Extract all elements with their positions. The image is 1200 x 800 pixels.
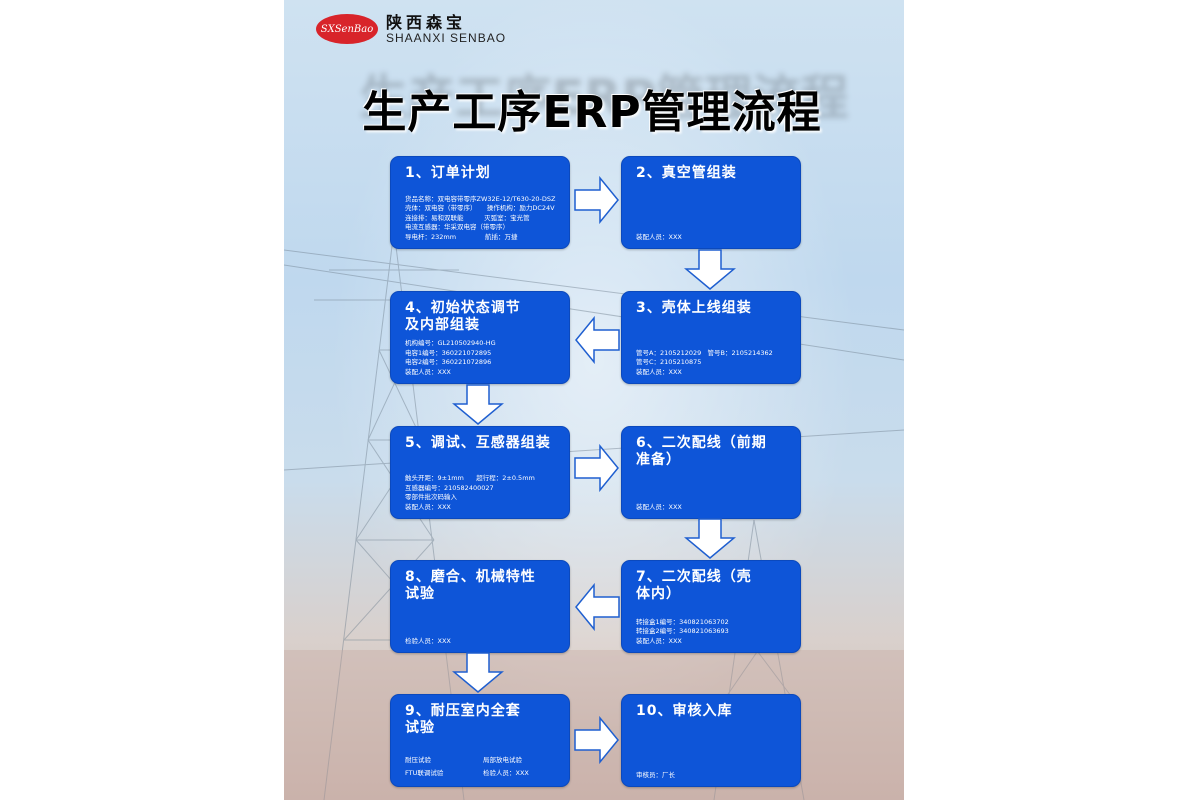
step-8-box: 8、磨合、机械特性 试验 检验人员：XXX bbox=[390, 560, 570, 653]
step-4-title: 4、初始状态调节 及内部组装 bbox=[405, 300, 521, 333]
poster: SXSenBao 陕西森宝 SHAANXI SENBAO 生产工序ERP管理流程… bbox=[284, 0, 904, 800]
logo-chinese-name: 陕西森宝 bbox=[386, 13, 467, 32]
step-6-title: 6、二次配线（前期 准备） bbox=[636, 435, 767, 468]
step-1-details: 货品名称：双电容带零序ZW32E-12/T630-20-DSZ 壳体：双电容（带… bbox=[405, 195, 561, 243]
arrow-left-icon bbox=[575, 316, 620, 364]
step-8-details: 检验人员：XXX bbox=[405, 637, 561, 647]
step-5-line: 零部件批次码输入 bbox=[405, 493, 457, 501]
step-1-line: 货品名称：双电容带零序ZW32E-12/T630-20-DSZ bbox=[405, 194, 556, 203]
step-1-line: 导电杆：232mm 航插：万捷 bbox=[405, 232, 518, 241]
step-10-box: 10、审核入库 审核员：厂长 bbox=[621, 694, 801, 787]
step-10-line: 审核员：厂长 bbox=[636, 770, 675, 779]
step-3-line: 装配人员：XXX bbox=[636, 367, 682, 376]
step-3-title: 3、壳体上线组装 bbox=[636, 300, 752, 316]
step-6-details: 装配人员：XXX bbox=[636, 503, 792, 513]
step-1-box: 1、订单计划 货品名称：双电容带零序ZW32E-12/T630-20-DSZ 壳… bbox=[390, 156, 570, 249]
step-2-title: 2、真空管组装 bbox=[636, 165, 737, 181]
arrow-down-icon bbox=[452, 384, 504, 425]
step-5-line: 触头开距：9±1mm 超行程：2±0.5mm bbox=[405, 474, 535, 482]
step-1-title: 1、订单计划 bbox=[405, 165, 491, 181]
page-title: 生产工序ERP管理流程 bbox=[362, 87, 822, 138]
step-4-line: 电容1编号：360221072895 bbox=[405, 348, 492, 357]
arrow-right-icon bbox=[574, 716, 619, 764]
step-10-title: 10、审核入库 bbox=[636, 703, 733, 719]
step-9-item: 检验人员：XXX bbox=[483, 769, 529, 777]
step-7-title: 7、二次配线（壳 体内） bbox=[636, 569, 752, 602]
step-5-line: 互感器编号：210582400027 bbox=[405, 483, 494, 492]
step-7-line: 转接盒1编号：340821063702 bbox=[636, 617, 729, 626]
step-4-line: 电容2编号：360221072896 bbox=[405, 358, 492, 366]
step-6-box: 6、二次配线（前期 准备） 装配人员：XXX bbox=[621, 426, 801, 519]
step-3-line: 管号C：2105210875 bbox=[636, 358, 702, 366]
arrow-left-icon bbox=[575, 583, 620, 631]
step-9-item: FTU联调试验 bbox=[405, 769, 444, 777]
step-4-details: 机构编号：GL210502940-HG 电容1编号：360221072895 电… bbox=[405, 339, 561, 377]
arrow-down-icon bbox=[452, 652, 504, 693]
step-6-line: 装配人员：XXX bbox=[636, 502, 682, 511]
step-9-item: 耐压试验 bbox=[405, 756, 431, 764]
step-5-line: 装配人员：XXX bbox=[405, 502, 451, 511]
step-7-line: 转接盒2编号：340821063693 bbox=[636, 627, 729, 635]
logo-english-name: SHAANXI SENBAO bbox=[386, 30, 507, 45]
step-7-box: 7、二次配线（壳 体内） 转接盒1编号：340821063702 转接盒2编号：… bbox=[621, 560, 801, 653]
step-4-line: 装配人员：XXX bbox=[405, 367, 451, 376]
company-logo: SXSenBao 陕西森宝 SHAANXI SENBAO bbox=[316, 14, 506, 45]
step-9-details: 耐压试验 局部放电试验 FTU联调试验 检验人员：XXX bbox=[405, 754, 561, 780]
step-7-line: 装配人员：XXX bbox=[636, 636, 682, 645]
step-3-box: 3、壳体上线组装 管号A：2105212029 管号B：2105214362 管… bbox=[621, 291, 801, 384]
step-4-line: 机构编号：GL210502940-HG bbox=[405, 339, 496, 347]
arrow-right-icon bbox=[574, 176, 619, 224]
step-2-line: 装配人员：XXX bbox=[636, 232, 682, 241]
step-9-box: 9、耐压室内全套 试验 耐压试验 局部放电试验 FTU联调试验 检验人员：XXX bbox=[390, 694, 570, 787]
step-2-details: 装配人员：XXX bbox=[636, 233, 792, 243]
step-10-details: 审核员：厂长 bbox=[636, 771, 792, 781]
step-9-title: 9、耐压室内全套 试验 bbox=[405, 703, 521, 736]
step-1-line: 壳体：双电容（带零序） 操作机构：励力DC24V bbox=[405, 204, 555, 212]
step-8-line: 检验人员：XXX bbox=[405, 636, 451, 645]
step-3-details: 管号A：2105212029 管号B：2105214362 管号C：210521… bbox=[636, 349, 792, 378]
step-5-box: 5、调试、互感器组装 触头开距：9±1mm 超行程：2±0.5mm 互感器编号：… bbox=[390, 426, 570, 519]
arrow-down-icon bbox=[684, 518, 736, 559]
step-7-details: 转接盒1编号：340821063702 转接盒2编号：340821063693 … bbox=[636, 618, 792, 647]
step-3-line: 管号A：2105212029 管号B：2105214362 bbox=[636, 348, 773, 357]
step-8-title: 8、磨合、机械特性 试验 bbox=[405, 569, 536, 602]
step-9-item: 局部放电试验 bbox=[483, 756, 522, 764]
step-1-line: 连接排：易和双联能 灭弧室：宝光管 bbox=[405, 213, 530, 222]
step-5-details: 触头开距：9±1mm 超行程：2±0.5mm 互感器编号：21058240002… bbox=[405, 474, 561, 512]
title-shadow: 生产工序ERP管理流程 bbox=[359, 70, 849, 126]
logo-badge: SXSenBao bbox=[316, 14, 378, 45]
arrow-down-icon bbox=[684, 249, 736, 290]
arrow-right-icon bbox=[574, 444, 619, 492]
step-1-line: 电流互感器：华采双电容（带零序） bbox=[405, 223, 509, 231]
step-2-box: 2、真空管组装 装配人员：XXX bbox=[621, 156, 801, 249]
step-5-title: 5、调试、互感器组装 bbox=[405, 435, 551, 451]
step-4-box: 4、初始状态调节 及内部组装 机构编号：GL210502940-HG 电容1编号… bbox=[390, 291, 570, 384]
